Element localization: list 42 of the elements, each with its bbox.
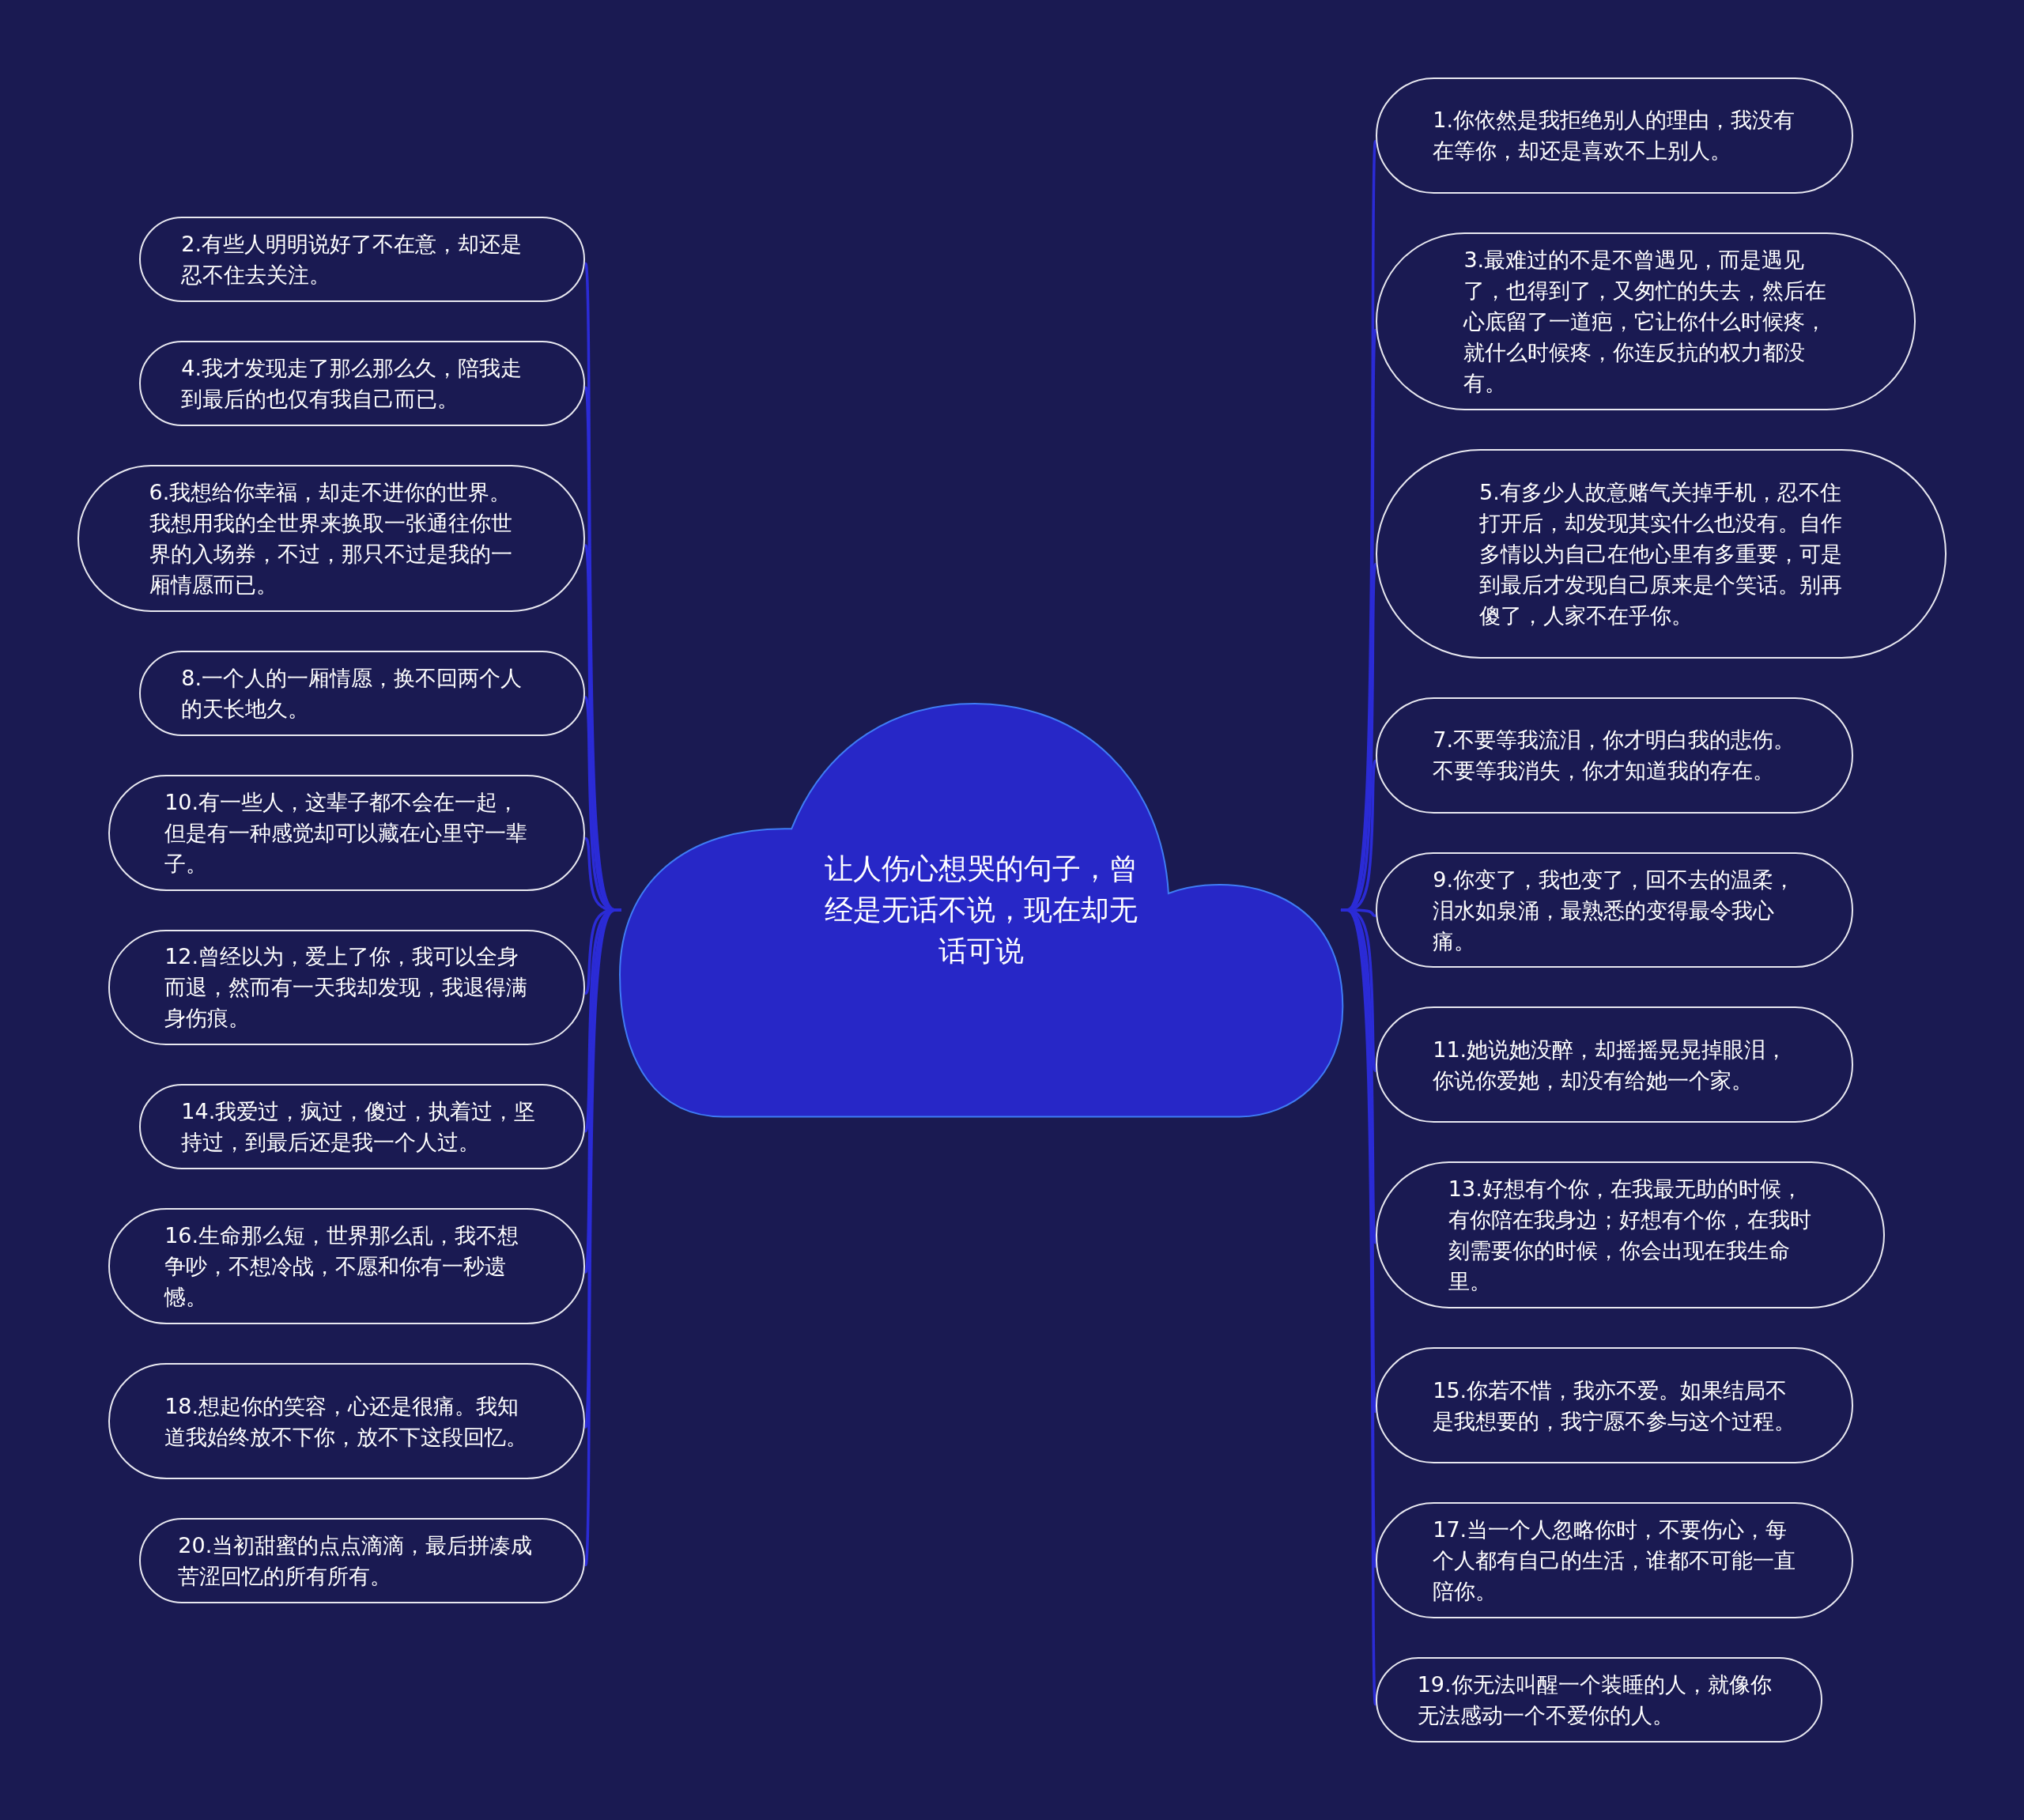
quote-text: 6.我想给你幸福，却走不进你的世界。我想用我的全世界来换取一张通往你世界的入场券，不过，那只不过是我的一厢情愿而已。 (149, 478, 513, 598)
quote-pill (108, 774, 585, 891)
quote-text: 18.想起你的笑容，心还是很痛。我知道我始终放不下你，放不下这段回忆。 (164, 1392, 529, 1451)
quote-pill (139, 217, 585, 303)
quote-text: 16.生命那么短，世界那么乱，我不想争吵，不想冷战，不愿和你有一秒遗憾。 (164, 1222, 520, 1312)
quote-pill (1376, 697, 1854, 814)
quote-pill (1376, 1657, 1823, 1743)
quote-pill (1376, 1347, 1854, 1464)
quote-text: 14.我爱过，疯过，傻过，执着过，坚持过，到最后还是我一个人过。 (181, 1098, 537, 1157)
quote-pill (1376, 1161, 1885, 1309)
quote-text: 8.一个人的一厢情愿，换不回两个人的天长地久。 (181, 664, 523, 723)
quote-text: 19.你无法叫醒一个装睡的人，就像你无法感动一个不爱你的人。 (1417, 1671, 1773, 1730)
quote-text: 12.曾经以为，爱上了你，我可以全身而退，然而有一天我却发现，我退得满身伤痕。 (164, 943, 529, 1033)
topic-text: 让人伤心想哭的句子，曾经是无话不说，现在却无话可说 (823, 851, 1138, 969)
quote-pill (139, 1518, 585, 1603)
quote-text: 1.你依然是我拒绝别人的理由，我没有在等你，却还是喜欢不上别人。 (1433, 107, 1796, 165)
quote-text: 17.当一个人忽略你时，不要伤心，每个人都有自己的生活，谁都不可能一直陪你。 (1433, 1516, 1797, 1606)
quote-text: 5.有多少人故意赌气关掉手机，忍不住打开后，却发现其实什么也没有。自作多情以为自己在他心里有多重要，可是到最后才发现自己原来是个笑话。别再傻了，人家不在乎你。 (1479, 478, 1843, 629)
quote-pill (1376, 449, 1947, 659)
quote-text: 15.你若不惜，我亦不爱。如果结局不是我想要的，我宁愿不参与这个过程。 (1433, 1376, 1797, 1435)
central-cloud (619, 703, 1342, 1117)
quote-pill (108, 1208, 585, 1325)
quote-text: 3.最难过的不是不曾遇见，而是遇见了，也得到了，又匆忙的失去，然后在心底留了一道疤，它让你什么时候疼，就什么时候疼，你连反抗的权力都没有。 (1463, 247, 1828, 397)
quote-text: 7.不要等我流泪，你才明白我的悲伤。不要等我消失，你才知道我的存在。 (1433, 727, 1796, 785)
quote-pill (108, 929, 585, 1046)
quote-text: 20.当初甜蜜的点点滴滴，最后拼凑成苦涩回忆的所有所有。 (178, 1531, 534, 1590)
quote-text: 2.有些人明明说好了不在意，却还是忍不住去关注。 (181, 231, 523, 289)
quote-pill (1376, 1502, 1854, 1619)
quote-pill (77, 464, 585, 612)
quote-pill (1376, 77, 1854, 194)
quote-text: 11.她说她没醉，却摇摇晃晃掉眼泪，你说你爱她，却没有给她一个家。 (1433, 1036, 1788, 1094)
quote-pill (1376, 851, 1854, 969)
quote-pill (139, 650, 585, 736)
quote-text: 10.有一些人，这辈子都不会在一起，但是有一种感觉却可以藏在心里守一辈子。 (164, 788, 529, 878)
quote-text: 9.你变了，我也变了，回不去的温柔，泪水如泉涌，最熟悉的变得最令我心痛。 (1433, 866, 1796, 955)
quote-text: 4.我才发现走了那么那么久，陪我走到最后的也仅有我自己而已。 (181, 354, 523, 413)
quote-pill (139, 341, 585, 426)
quote-pill (108, 1363, 585, 1479)
quote-pill (1376, 1006, 1854, 1123)
quote-pill (1376, 232, 1916, 411)
quote-pill (139, 1084, 585, 1170)
quote-text: 13.好想有个你，在我最无助的时候，有你陪在我身边；好想有个你，在我时刻需要你的时候，你会出现在我生命里。 (1448, 1176, 1812, 1296)
